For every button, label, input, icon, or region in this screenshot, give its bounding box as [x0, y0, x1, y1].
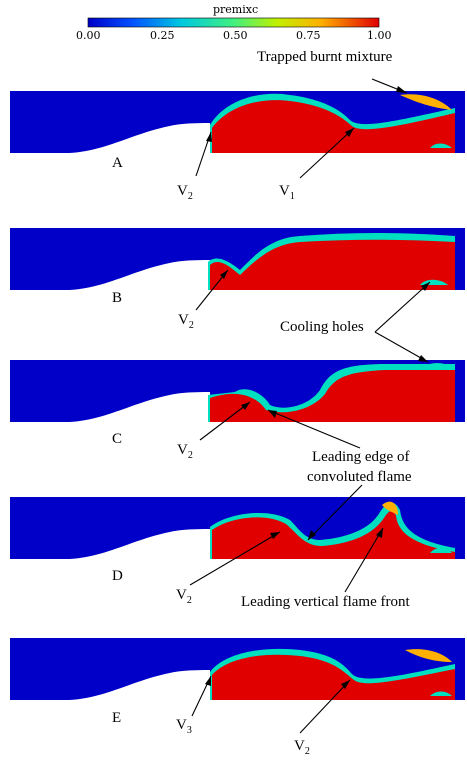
panel-c-burnt-region [210, 370, 455, 422]
panel-b-burnt-region [210, 239, 455, 290]
label-leading-edge-line1: Leading edge of [312, 449, 410, 465]
arrow-leading-edge-d [307, 484, 363, 541]
panel-a-trapped-burnt [400, 94, 452, 110]
panel-e [10, 638, 465, 700]
panel-label-d: D [112, 568, 123, 584]
colorbar-tick: 0.25 [150, 29, 175, 42]
panel-label-e: E [112, 710, 122, 726]
arrowhead [396, 86, 407, 93]
arrowhead [268, 410, 277, 418]
arrowhead [341, 680, 350, 689]
vortex-label-b-v2: V2 [178, 312, 194, 331]
panel-e-cooling-hole [430, 691, 452, 696]
arrowhead [206, 132, 212, 142]
panel-c-cooling-hole [425, 363, 450, 366]
arrowhead [270, 532, 280, 539]
arrowhead [345, 128, 354, 137]
arrow-d-v2 [189, 531, 281, 586]
colorbar-tick: 0.50 [223, 29, 248, 42]
colorbar-tick: 1.00 [367, 29, 392, 42]
panel-label-b: B [112, 290, 123, 306]
label-leading-edge-line2: convoluted flame [307, 470, 412, 483]
panel-d-cooling-hole [430, 547, 452, 553]
arrowheads [205, 86, 430, 689]
arrow-c-v2 [199, 401, 251, 441]
vortex-label-d-v2: V2 [176, 587, 192, 606]
panel-a-cooling-hole [430, 143, 452, 148]
arrow-vertical-front [344, 527, 384, 593]
label-cooling-holes: Cooling holes [280, 319, 364, 335]
panel-d-burnt-region [212, 511, 455, 559]
colorbar-tick: 0.00 [76, 29, 101, 42]
arrow-leading-edge [267, 409, 361, 449]
vortex-label-c-v2: V2 [177, 442, 193, 461]
panel-e-trapped-burnt [405, 649, 452, 662]
panel-d [10, 497, 465, 559]
arrowhead [220, 270, 228, 279]
panel-a-burnt-region [212, 100, 455, 153]
panel-c [10, 360, 465, 422]
vortex-label-e-v3: V3 [176, 717, 192, 736]
arrowhead [418, 355, 428, 362]
panel-d-vertical-front-core [382, 501, 398, 515]
arrowhead [376, 528, 383, 538]
panel-e-burnt-region [212, 654, 455, 700]
arrow-e-v2 [299, 679, 351, 734]
panel-b [10, 228, 465, 290]
arrowhead [241, 402, 250, 410]
arrow-a-v1 [299, 127, 355, 179]
panel-label-a: A [112, 155, 123, 171]
colorbar [87, 17, 380, 28]
arrowhead [308, 530, 316, 540]
colorbar-tick: 0.75 [296, 29, 321, 42]
arrow-cooling-2 [374, 331, 429, 363]
panel-a [10, 91, 465, 153]
vortex-label-a-v2: V2 [177, 183, 193, 202]
vortex-label-e-v2: V2 [294, 738, 310, 757]
arrow-cooling-1 [374, 281, 431, 333]
vortex-label-a-v1: V1 [279, 183, 295, 202]
panel-label-c: C [112, 431, 123, 447]
arrowhead [421, 282, 430, 291]
label-leading-vertical-front: Leading vertical flame front [241, 594, 410, 610]
arrowhead [205, 676, 211, 686]
colorbar-title: premixc [213, 3, 259, 16]
label-trapped-burnt-mixture: Trapped burnt mixture [257, 49, 393, 65]
